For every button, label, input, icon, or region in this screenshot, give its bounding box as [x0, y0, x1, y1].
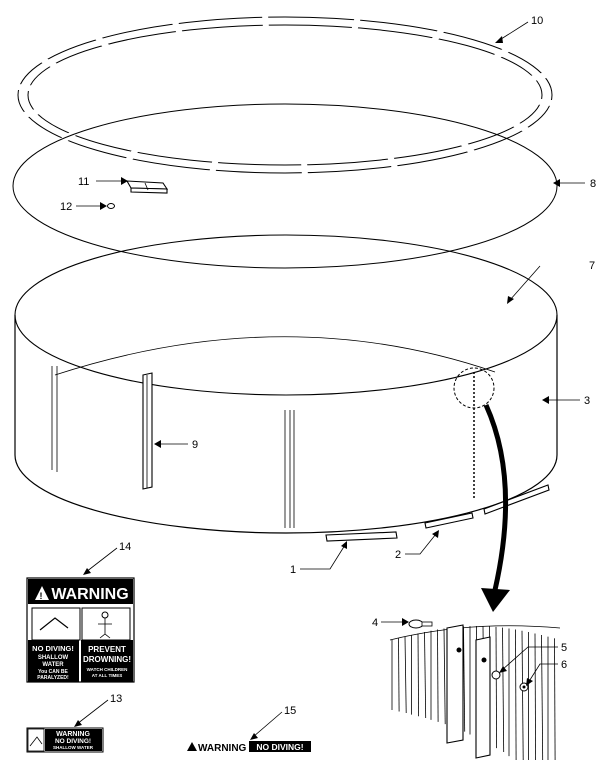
callout-labels: 10 8 7 3 9 11 12 1 2 4 5 6 14 13 15	[60, 15, 596, 717]
callout-3: 3	[584, 395, 590, 407]
rail-segment-gap	[261, 14, 270, 29]
rail-segment-gap	[513, 121, 529, 133]
callout-8: 8	[590, 178, 596, 190]
rail-segment-gap	[431, 27, 445, 43]
panel-corrugation-line	[443, 628, 446, 725]
panel-corrugation-line	[463, 626, 466, 732]
sign14-water: WATER	[42, 662, 64, 668]
rail-segment-gap	[538, 98, 553, 107]
rail-segment-gap	[95, 34, 110, 50]
warning-sign-large: ! WARNING NO DIVING! SHALLOW WATER You C…	[26, 577, 135, 683]
panel-corrugation-line	[541, 635, 544, 761]
callout-5: 5	[561, 642, 567, 654]
rail-segment-gap	[125, 147, 139, 163]
svg-text:!: !	[40, 591, 43, 601]
connector-screw	[107, 203, 115, 209]
sign14-line4: PARALYZED!	[37, 675, 69, 681]
sign14-no-diving: NO DIVING!	[32, 644, 74, 653]
sign14-line6: AT ALL TIMES	[92, 673, 122, 678]
sign13-no-diving: NO DIVING!	[55, 738, 91, 745]
rail-segment-gap	[17, 83, 32, 92]
panel-corrugation-line	[424, 632, 427, 719]
rail-connector	[126, 180, 169, 194]
pool-liner	[12, 103, 558, 269]
sign15-warning: WARNING	[198, 743, 247, 754]
warning-strip-sign: WARNING NO DIVING!	[187, 741, 311, 754]
sign14-drowning: DROWNING!	[83, 655, 131, 664]
sign13-warning: WARNING	[56, 731, 90, 738]
panel-corrugation-line	[495, 626, 498, 749]
sign14-line5: WATCH CHILDREN	[87, 667, 128, 672]
wall-detail	[389, 619, 561, 761]
rail-segment-gap	[209, 158, 219, 174]
rail-segment-gap	[494, 46, 509, 60]
callout-10: 10	[531, 15, 543, 27]
panel-corrugation-line	[515, 629, 517, 761]
callout-12: 12	[60, 201, 72, 213]
sign14-prevent: PREVENT	[88, 645, 126, 654]
callout-14: 14	[119, 541, 131, 553]
rail-segment-gap	[531, 72, 547, 82]
callout-11: 11	[78, 176, 89, 188]
top-rail-ring	[17, 14, 553, 176]
sign14-warning: WARNING	[51, 586, 128, 603]
rail-segment-gap	[460, 140, 475, 156]
rail-segment-gap	[351, 16, 361, 32]
rail-segment-gap	[41, 57, 57, 69]
rail-segment-gap	[300, 161, 309, 176]
panel-corrugation-line	[437, 629, 439, 722]
panel-corrugation-line	[502, 627, 505, 753]
pool-wall	[14, 234, 558, 534]
callout-4: 4	[372, 617, 378, 629]
callout-1: 1	[290, 564, 296, 576]
callout-13: 13	[110, 693, 122, 705]
panel-corrugation-line	[398, 638, 400, 712]
rail-segment-gap	[23, 108, 39, 118]
callout-9: 9	[192, 439, 198, 451]
bottom-tracks	[325, 484, 550, 542]
callout-15: 15	[284, 705, 296, 717]
panel-corrugation-line	[404, 636, 407, 714]
rail-segment-gap	[171, 19, 183, 36]
panel-corrugation-line	[534, 633, 536, 761]
panel-corrugation-line	[417, 633, 419, 717]
warning-sign-small: WARNING NO DIVING! SHALLOW WATER	[26, 727, 104, 753]
sign15-no-diving: NO DIVING!	[256, 742, 303, 752]
rail-segment-gap	[387, 154, 399, 171]
sign13-shallow: SHALLOW WATER	[53, 745, 94, 750]
panel-corrugation-line	[554, 638, 556, 761]
wall-upright	[142, 372, 153, 490]
callout-2: 2	[395, 549, 401, 561]
leader-lines	[74, 21, 585, 740]
sign14-line3: You CAN BE	[38, 669, 68, 675]
detail-arrow	[481, 403, 510, 612]
panel-corrugation-line	[521, 630, 524, 761]
callout-7: 7	[589, 260, 595, 272]
callout-6: 6	[561, 659, 567, 671]
sign14-shallow: SHALLOW	[38, 655, 69, 661]
